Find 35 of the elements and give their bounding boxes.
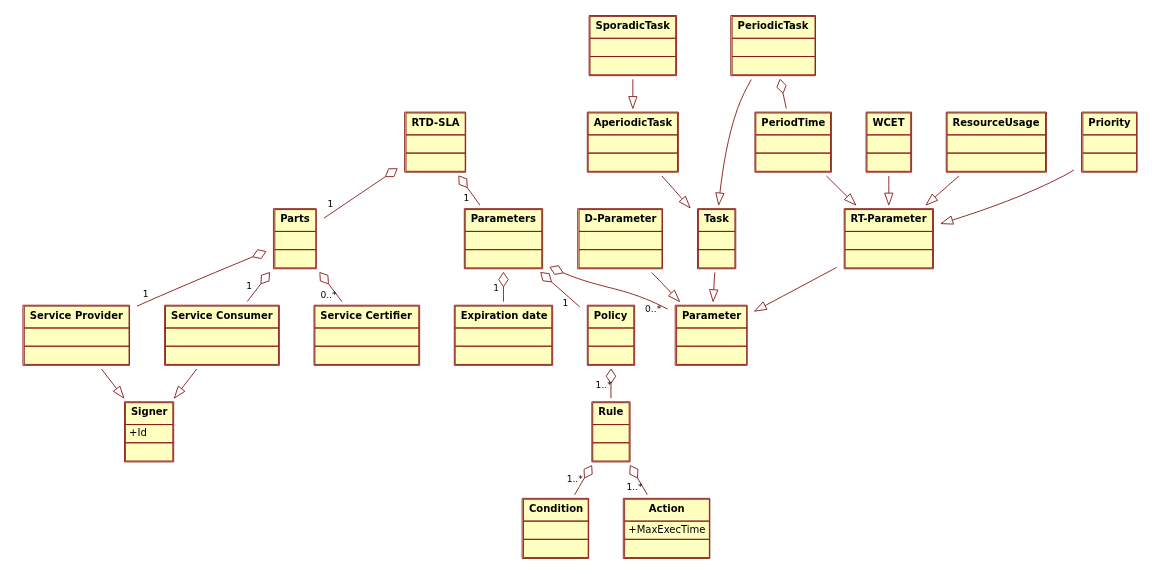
arrow (627, 78, 637, 109)
arrow (100, 368, 124, 399)
arrow (173, 368, 197, 399)
connector (539, 272, 580, 308)
edge-label: 1 (562, 298, 568, 309)
edge-label: 1..* (626, 481, 643, 492)
arrow (708, 272, 718, 302)
arrow (650, 272, 680, 302)
arrow (825, 175, 856, 206)
edge-label: 1 (463, 193, 469, 204)
edge-label: 0..* (644, 304, 661, 315)
edge-label: 1..* (595, 379, 612, 390)
arrow (883, 175, 893, 206)
edge-label: 1 (142, 288, 148, 299)
edge-label: 1 (492, 283, 499, 294)
connector (457, 175, 480, 206)
connector (775, 78, 787, 109)
connector (318, 272, 342, 302)
connector (628, 465, 648, 496)
arrow (714, 79, 752, 206)
edge-label: 1 (245, 281, 252, 292)
arrow (660, 175, 691, 209)
connector (246, 272, 270, 302)
connector (573, 465, 593, 496)
edge-label: 1 (326, 199, 333, 210)
connector (549, 265, 668, 310)
connector (605, 368, 616, 399)
connector (497, 272, 509, 302)
arrow (925, 175, 959, 206)
edge-label: 1..* (566, 474, 583, 485)
connector (136, 249, 266, 307)
edge-label: 0..* (319, 290, 337, 301)
arrow (940, 169, 1075, 225)
connector (323, 168, 398, 219)
arrow (753, 266, 837, 312)
